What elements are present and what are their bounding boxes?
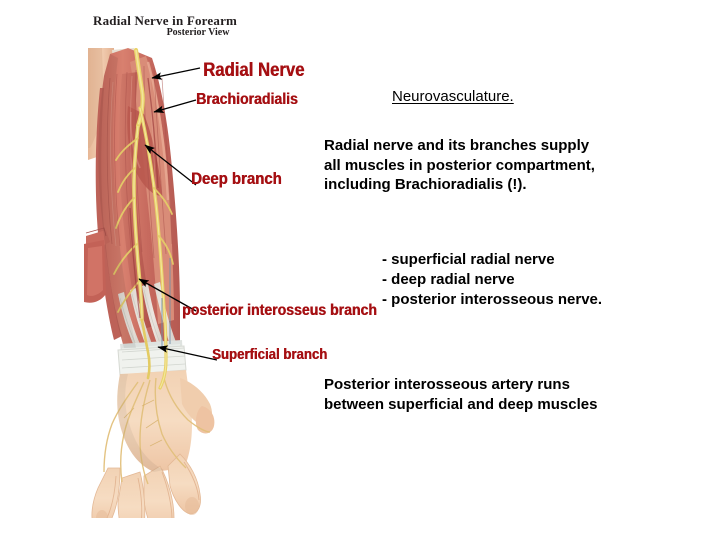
paragraph-posterior-interosseous-artery: Posterior interosseous artery runs betwe… [324,375,716,414]
label-brachioradialis: Brachioradialis [196,91,298,108]
paragraph2-line-2: between superficial and deep muscles [324,395,598,413]
section-heading: Neurovasculature. [392,88,514,105]
branch-list: - superficial radial nerve - deep radial… [382,250,720,310]
label-deep-branch: Deep branch [191,169,282,188]
paragraph2-line-1: Posterior interosseous artery runs [324,376,570,393]
paragraph-radial-nerve-supply: Radial nerve and its branches supply all… [324,136,716,195]
paragraph1-line-2: all muscles in posterior compartment, [324,156,595,174]
paragraph1-line-3: including Brachioradialis (!). [324,176,527,193]
list-item: - posterior interosseous nerve. [382,290,603,308]
label-posterior-interosseus-branch: posterior interosseus branch [182,302,377,319]
paragraph1-line-1: Radial nerve and its branches supply [324,137,590,154]
figure-title: Radial Nerve in Forearm [93,13,238,28]
list-item: - superficial radial nerve [382,251,555,268]
label-radial-nerve: Radial Nerve [203,60,305,81]
label-superficial-branch: Superficial branch [212,346,328,363]
list-item: - deep radial nerve [382,270,515,288]
forearm-anatomy-illustration [84,48,224,518]
figure-subtitle: Posterior View [166,27,230,38]
